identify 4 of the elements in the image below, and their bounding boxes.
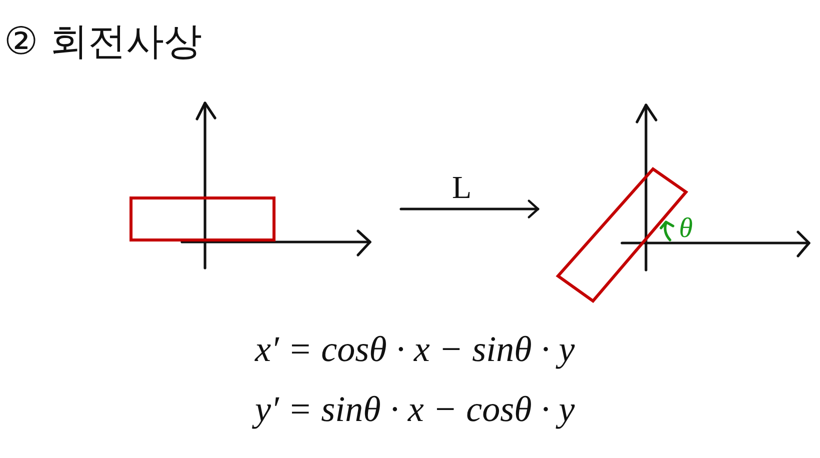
arrow: [400, 200, 540, 218]
angle-label: θ: [679, 212, 693, 246]
title: ② 회전사상: [4, 18, 202, 64]
equation: x′ = cosθ · x − sinθ · y: [255, 328, 575, 370]
